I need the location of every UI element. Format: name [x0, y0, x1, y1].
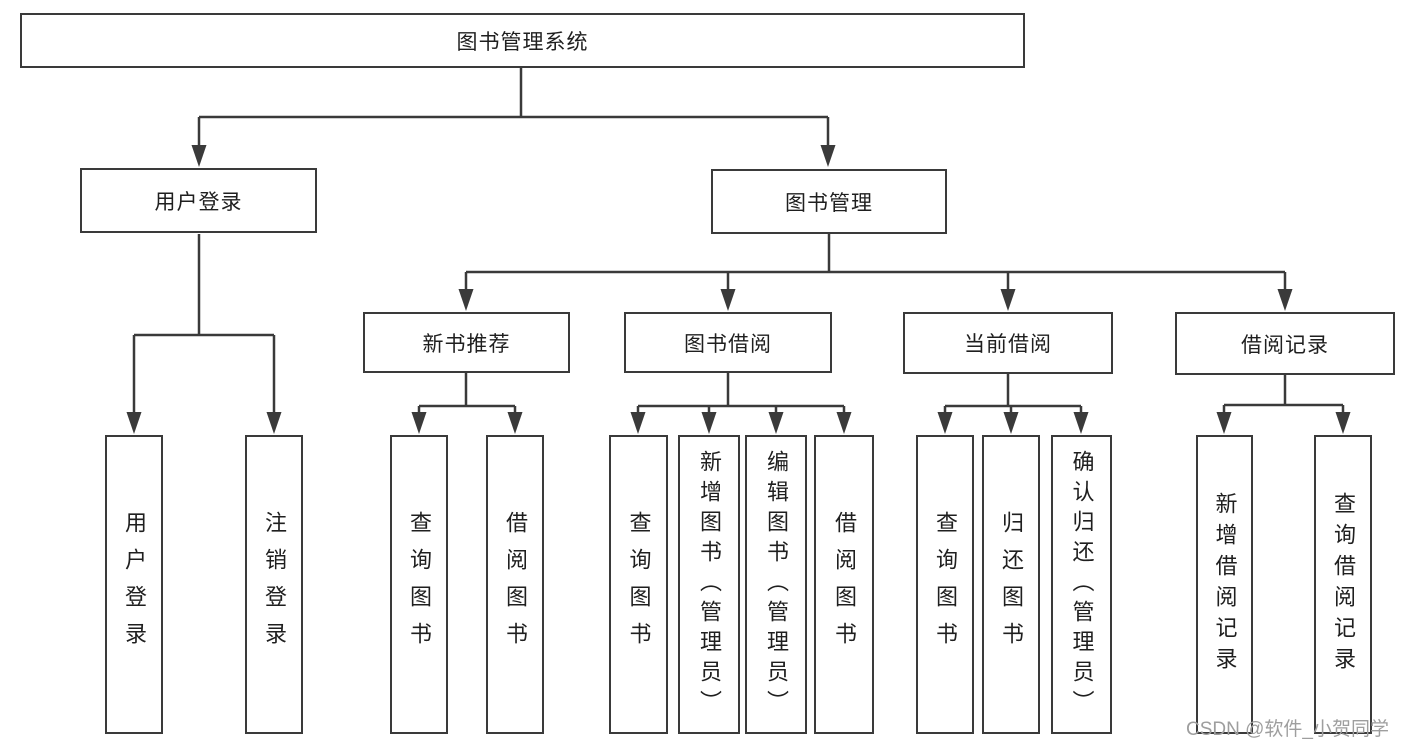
node-label: 新书推荐	[422, 332, 511, 356]
node-current-borrow: 当前借阅	[903, 312, 1113, 374]
connector-line	[132, 234, 276, 416]
leaf-borrow-add-books-admin: 新增图书（管理员）	[678, 435, 740, 734]
leaf-borrow-borrow-books: 借阅图书	[814, 435, 874, 734]
arrowhead-icon	[191, 145, 207, 167]
leaf-user-login: 用户登录	[105, 435, 163, 734]
node-label: 确认归还（管理员）	[1069, 449, 1095, 720]
node-label: 借阅图书	[832, 510, 857, 659]
leaf-borrow-query-books: 查询图书	[609, 435, 668, 734]
node-library-management-system: 图书管理系统	[20, 13, 1025, 68]
node-borrow-records: 借阅记录	[1175, 312, 1395, 375]
connector-line	[943, 374, 1083, 416]
leaf-current-return-books: 归还图书	[982, 435, 1040, 734]
node-label: 新增图书（管理员）	[697, 449, 722, 720]
leaf-current-query-books: 查询图书	[916, 435, 974, 734]
leaf-borrow-edit-books-admin: 编辑图书（管理员）	[745, 435, 807, 734]
arrowhead-icon	[720, 289, 736, 311]
node-label: 用户登录	[154, 190, 243, 214]
node-label: 用户登录	[122, 510, 147, 659]
connector-line	[1222, 375, 1345, 416]
arrowhead-icon	[126, 412, 142, 434]
arrowhead-icon	[507, 412, 523, 434]
node-label: 归还图书	[999, 510, 1024, 659]
arrowhead-icon	[1073, 412, 1089, 434]
node-user-login: 用户登录	[80, 168, 317, 233]
node-label: 图书借阅	[684, 332, 772, 356]
arrowhead-icon	[1335, 412, 1351, 434]
arrowhead-icon	[1216, 412, 1232, 434]
arrowhead-icon	[1277, 289, 1293, 311]
leaf-current-confirm-return-admin: 确认归还（管理员）	[1051, 435, 1112, 734]
node-label: 图书管理	[785, 191, 873, 215]
arrowhead-icon	[937, 412, 953, 434]
arrowhead-icon	[1003, 412, 1019, 434]
node-book-management: 图书管理	[711, 169, 947, 234]
node-label: 借阅记录	[1241, 333, 1329, 357]
arrowhead-icon	[411, 412, 427, 434]
arrowhead-icon	[458, 289, 474, 311]
node-label: 查询图书	[407, 510, 432, 659]
node-label: 借阅图书	[503, 510, 528, 659]
arrowhead-icon	[701, 412, 717, 434]
connector-line	[197, 68, 830, 149]
node-label: 编辑图书（管理员）	[764, 449, 789, 720]
leaf-logout: 注销登录	[245, 435, 303, 734]
node-new-book-recommend: 新书推荐	[363, 312, 570, 373]
node-label: 注销登录	[262, 510, 287, 659]
node-label: 查询图书	[626, 510, 652, 659]
leaf-recommend-borrow-books: 借阅图书	[486, 435, 544, 734]
connector-line	[417, 373, 517, 416]
leaf-records-query-record: 查询借阅记录	[1314, 435, 1372, 734]
arrowhead-icon	[630, 412, 646, 434]
connector-line	[464, 234, 1287, 293]
node-label: 查询图书	[933, 510, 958, 659]
arrowhead-icon	[1000, 289, 1016, 311]
node-label: 查询借阅记录	[1331, 491, 1356, 678]
watermark: CSDN @软件_小贺同学	[1186, 719, 1389, 740]
arrowhead-icon	[836, 412, 852, 434]
arrowhead-icon	[266, 412, 282, 434]
arrowhead-icon	[768, 412, 784, 434]
node-label: 新增借阅记录	[1212, 491, 1238, 678]
arrowhead-icon	[820, 145, 836, 167]
node-label: 当前借阅	[964, 333, 1052, 356]
node-book-borrow: 图书借阅	[624, 312, 832, 373]
node-label: 图书管理系统	[456, 30, 589, 54]
leaf-records-add-record: 新增借阅记录	[1196, 435, 1253, 734]
leaf-recommend-query-books: 查询图书	[390, 435, 448, 734]
connector-line	[636, 373, 846, 416]
